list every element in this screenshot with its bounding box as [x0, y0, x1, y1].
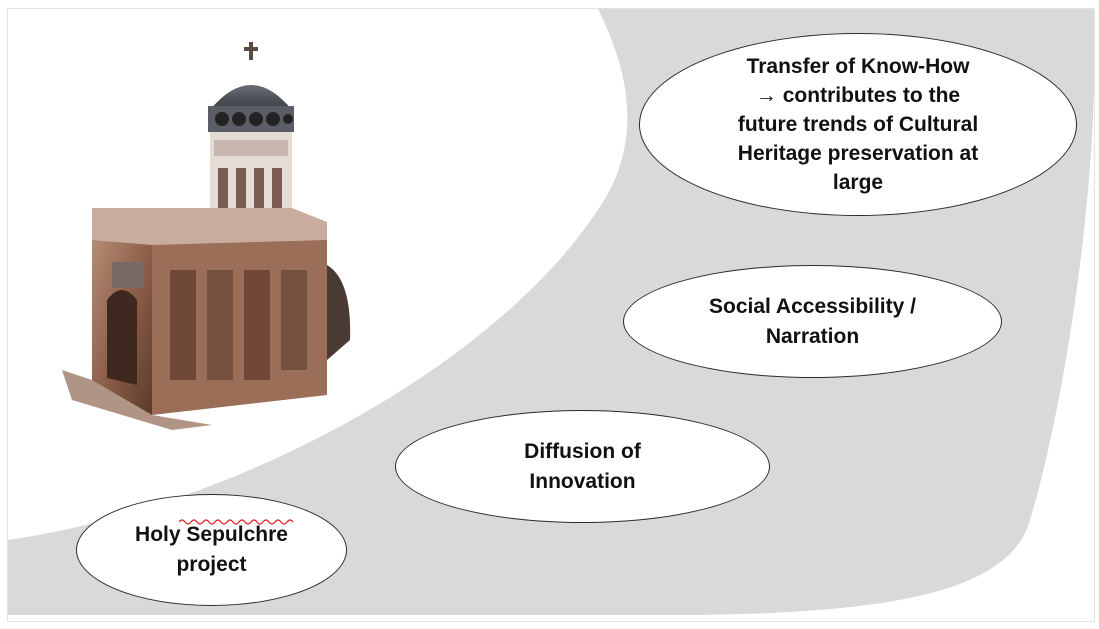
stage-social-accessibility: Social Accessibility / Narration	[623, 265, 1002, 378]
stage-transfer-of-know-how: Transfer of Know-How → contributes to th…	[639, 33, 1077, 216]
stage-diffusion-label: Diffusion of Innovation	[524, 439, 641, 493]
stage-transfer-label: Transfer of Know-How → contributes to th…	[737, 55, 979, 194]
stage-holy-sepulchre: Holy Sepulchre project	[76, 494, 347, 606]
edicule-3d-model-icon	[62, 42, 351, 430]
stage-social-label: Social Accessibility / Narration	[709, 294, 916, 348]
stage-diffusion-of-innovation: Diffusion of Innovation	[395, 410, 770, 523]
spellcheck-underline	[179, 519, 294, 525]
stage-holy-label: Holy Sepulchre project	[135, 523, 288, 576]
